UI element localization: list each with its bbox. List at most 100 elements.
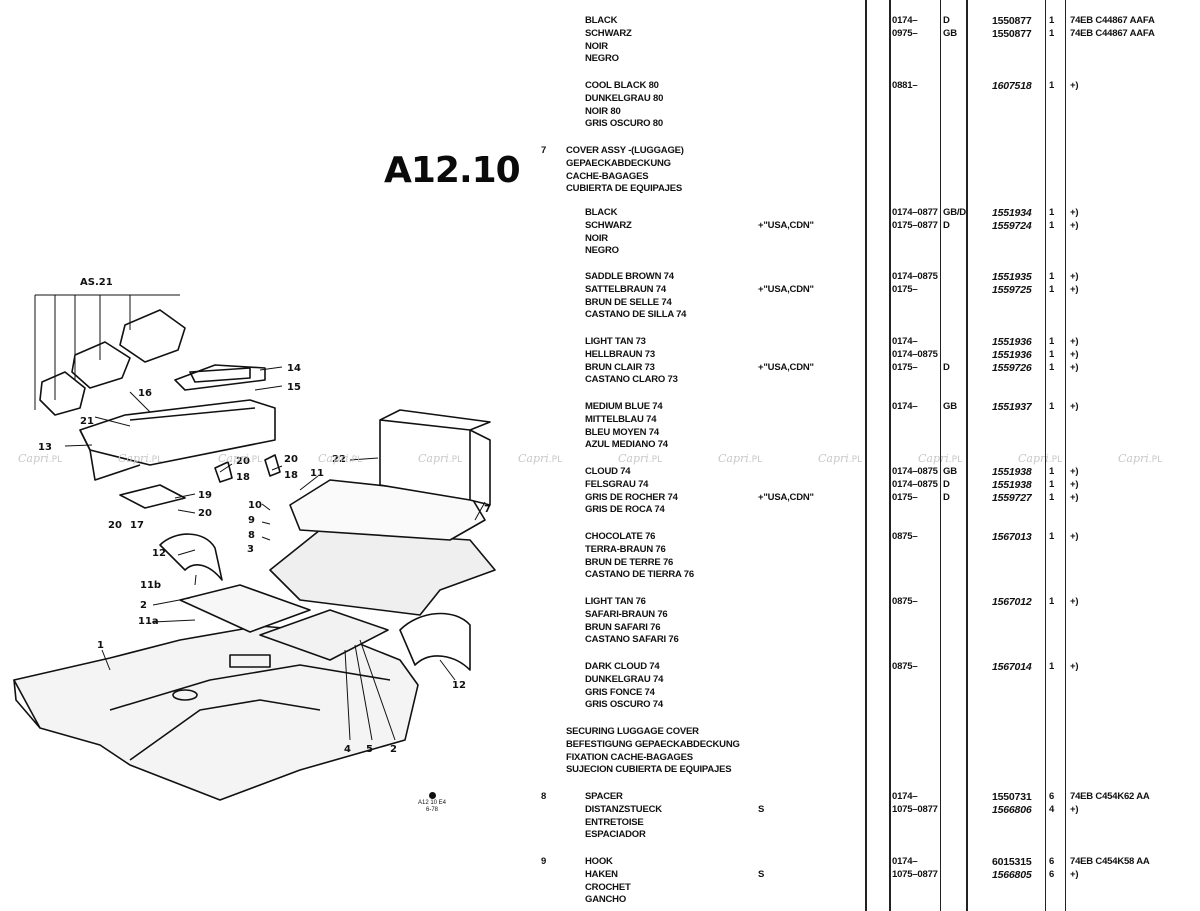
reference-code: +)	[1070, 803, 1079, 815]
part-number: 1551935	[992, 271, 1032, 283]
watermark-word: Capri	[818, 452, 849, 465]
market-note: +"USA,CDN"	[758, 283, 814, 295]
part-number: 6015315	[992, 856, 1032, 868]
market-note: S	[758, 803, 765, 815]
description-line: DISTANZSTUECK	[585, 803, 662, 815]
reference-code: +)	[1070, 207, 1079, 218]
date-range: 0175–	[892, 361, 918, 373]
market-code: D	[943, 219, 950, 231]
market-note: +"USA,CDN"	[758, 491, 814, 503]
callout-label: 4	[344, 744, 351, 755]
callout-label: 19	[198, 490, 212, 501]
description-line: FIXATION CACHE-BAGAGES	[566, 751, 693, 763]
quantity: 1	[1049, 596, 1055, 607]
description-line: SCHWARZ	[585, 27, 632, 39]
callout-label: 18	[236, 472, 250, 483]
description-line: SAFARI-BRAUN 76	[585, 608, 668, 620]
exploded-parts-diagram: AS.21 14 15 16 21 13 20 18 19 20 17 20 2…	[13, 277, 496, 801]
callout-label: 20	[108, 520, 122, 531]
stamp-line: A12 10 E4	[418, 800, 447, 806]
quantity: 1	[1049, 531, 1055, 542]
quantity: 1	[1049, 27, 1055, 39]
date-range: 0174–0875	[892, 271, 938, 282]
part-number: 1559726	[992, 361, 1032, 374]
callout-label: 17	[130, 520, 144, 531]
watermark-suffix: .PL	[648, 455, 663, 465]
description-line: NOIR 80	[585, 105, 621, 117]
column-rule	[966, 0, 968, 911]
description-line: BRUN SAFARI 76	[585, 621, 661, 633]
watermark-text: Capri.PL	[618, 452, 662, 465]
quantity: 4	[1049, 803, 1055, 815]
callout-label: 11a	[138, 616, 159, 627]
description-line: AZUL MEDIANO 74	[585, 439, 668, 451]
date-range: 0175–	[892, 491, 918, 503]
part-number: 1551938	[992, 478, 1032, 491]
quantity: 1	[1049, 336, 1055, 347]
date-range: 0174–0875	[892, 466, 938, 477]
date-range: 0875–	[892, 661, 918, 672]
description-line: CACHE-BAGAGES	[566, 170, 649, 182]
description-line: CASTANO DE TIERRA 76	[585, 569, 694, 581]
description-line: FELSGRAU 74	[585, 478, 649, 490]
callout-label: 11	[310, 468, 324, 479]
watermark-suffix: .PL	[1148, 455, 1163, 465]
watermark-suffix: .PL	[948, 455, 963, 465]
reference-code: +)	[1070, 466, 1079, 477]
description-line: SPACER	[585, 791, 623, 802]
description-line: NOIR	[585, 232, 608, 244]
description-line: SCHWARZ	[585, 219, 632, 231]
callout-label: 12	[152, 548, 166, 559]
date-range: 0174–	[892, 15, 918, 26]
market-note: +"USA,CDN"	[758, 219, 814, 231]
watermark-suffix: .PL	[148, 455, 163, 465]
watermark-text: Capri.PL	[218, 452, 262, 465]
quantity: 6	[1049, 856, 1055, 867]
watermark-word: Capri	[218, 452, 249, 465]
watermark-text: Capri.PL	[718, 452, 762, 465]
description-line: GANCHO	[585, 894, 627, 906]
callout-label: 5	[366, 744, 373, 755]
quantity: 1	[1049, 80, 1055, 91]
reference-code: +)	[1070, 336, 1079, 347]
market-code: GB	[943, 401, 957, 412]
description-line: HOOK	[585, 856, 613, 867]
description-line: TERRA-BRAUN 76	[585, 543, 666, 555]
description-line: GRIS OSCURO 80	[585, 118, 663, 130]
quantity: 1	[1049, 661, 1055, 672]
watermark-suffix: .PL	[248, 455, 263, 465]
watermark-suffix: .PL	[448, 455, 463, 465]
date-range: 0875–	[892, 596, 918, 607]
description-line: COOL BLACK 80	[585, 80, 659, 91]
description-line: BEFESTIGUNG GEPAECKABDECKUNG	[566, 738, 740, 750]
description-line: NEGRO	[585, 53, 619, 65]
quantity: 1	[1049, 15, 1055, 26]
column-rule	[1065, 0, 1066, 911]
quantity: 1	[1049, 361, 1055, 373]
stamp-dot	[428, 792, 436, 799]
quantity: 6	[1049, 868, 1055, 880]
part-number: 1607518	[992, 80, 1032, 92]
reference-code: 74EB C454K58 AA	[1070, 856, 1150, 867]
description-line: ENTRETOISE	[585, 816, 644, 828]
description-line: CASTANO CLARO 73	[585, 374, 678, 386]
callout-label: 8	[248, 530, 255, 541]
quantity: 6	[1049, 791, 1055, 802]
part-number: 1559725	[992, 283, 1032, 296]
part-number: 1559724	[992, 219, 1032, 232]
stamp-line: 6-78	[426, 807, 439, 813]
part-number: 1567013	[992, 531, 1032, 543]
description-line: SADDLE BROWN 74	[585, 271, 674, 282]
watermark-suffix: .PL	[48, 455, 63, 465]
watermark-word: Capri	[918, 452, 949, 465]
watermark-suffix: .PL	[548, 455, 563, 465]
watermark-text: Capri.PL	[118, 452, 162, 465]
description-line: CUBIERTA DE EQUIPAJES	[566, 183, 682, 195]
watermark-suffix: .PL	[848, 455, 863, 465]
description-line: DUNKELGRAU 74	[585, 673, 664, 685]
item-number: 8	[541, 791, 547, 802]
callout-label: 20	[284, 454, 298, 465]
description-line: LIGHT TAN 76	[585, 596, 646, 607]
part-number: 1551934	[992, 207, 1032, 219]
market-code: GB	[943, 466, 957, 477]
